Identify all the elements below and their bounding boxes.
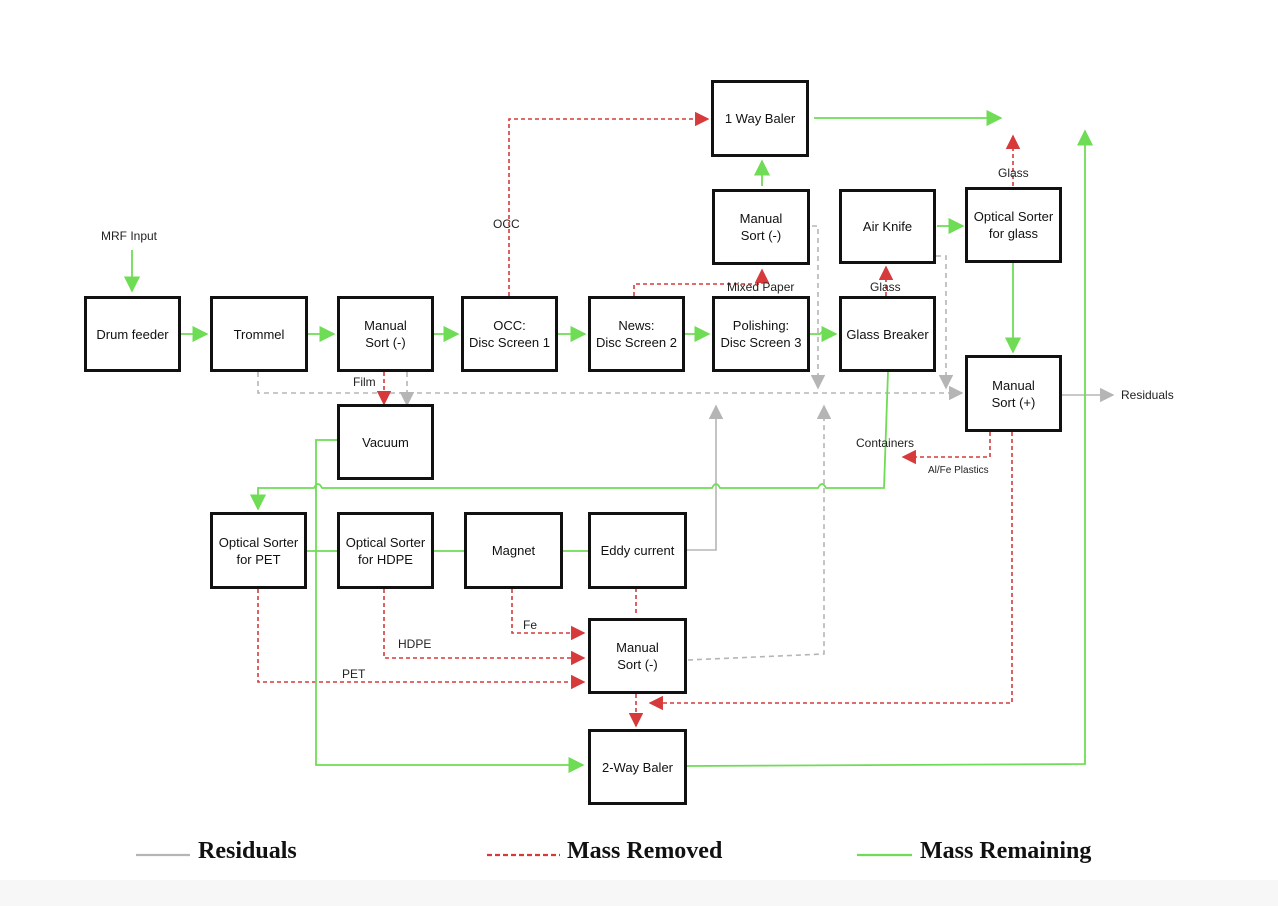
label-film: Film: [353, 375, 376, 389]
removed-line-occ: [508, 111, 710, 296]
legend-residuals: Residuals: [198, 838, 297, 864]
remaining-line-baler-2-out: [685, 129, 1094, 767]
node-optical-sorter-pet: Optical Sorter for PET: [210, 512, 307, 589]
node-manual-sort-1: Manual Sort (-): [337, 296, 434, 372]
label-glass-top: Glass: [998, 166, 1029, 180]
node-news-disc-screen-2: News: Disc Screen 2: [588, 296, 685, 372]
node-occ-disc-screen-1: OCC: Disc Screen 1: [461, 296, 558, 372]
label-hdpe: HDPE: [398, 637, 432, 651]
node-one-way-baler: 1 Way Baler: [711, 80, 809, 157]
node-manual-sort-3: Manual Sort (-): [588, 618, 687, 694]
residual-line-air-knife: [936, 255, 954, 390]
removed-line-hdpe: [383, 589, 586, 666]
mass-remaining-flows: [123, 109, 1094, 774]
node-drum-feeder: Drum feeder: [84, 296, 181, 372]
residual-line-manual-sort-3: [687, 404, 832, 661]
removed-line-al-fe-plastics: [901, 432, 991, 465]
node-optical-sorter-glass: Optical Sorter for glass: [965, 187, 1062, 263]
residual-line-manual-sort-2: [810, 225, 826, 390]
label-fe: Fe: [523, 618, 538, 632]
residual-line-eddy-current: [686, 404, 724, 551]
node-optical-sorter-hdpe: Optical Sorter for HDPE: [337, 512, 434, 589]
node-eddy-current: Eddy current: [588, 512, 687, 589]
residual-line-main: [257, 372, 964, 401]
label-occ: OCC: [493, 217, 520, 231]
node-vacuum: Vacuum: [337, 404, 434, 480]
mass-removed-flows: [257, 111, 1021, 728]
removed-line-pet: [257, 589, 586, 690]
node-magnet: Magnet: [464, 512, 563, 589]
legend-mass-removed: Mass Removed: [567, 838, 723, 864]
removed-line-fe: [511, 589, 586, 641]
residual-flows: [257, 225, 964, 661]
node-air-knife: Air Knife: [839, 189, 936, 264]
residual-solid-flows: [686, 387, 1115, 551]
node-manual-sort-plus: Manual Sort (+): [965, 355, 1062, 432]
removed-line-mixed-paper: [633, 268, 770, 296]
remaining-line-polishing-to-glass-breaker: [809, 325, 838, 343]
label-glass-mid: Glass: [870, 280, 901, 294]
legend-mass-remaining: Mass Remaining: [920, 838, 1092, 864]
node-two-way-baler: 2-Way Baler: [588, 729, 687, 805]
removed-line-manual-sort-plus-to-manual-sort-3: [648, 432, 1013, 711]
label-mrf-input: MRF Input: [101, 229, 158, 243]
label-al-fe-plastics: Al/Fe Plastics: [928, 465, 989, 476]
label-containers: Containers: [856, 436, 915, 450]
label-pet: PET: [342, 667, 366, 681]
label-residuals-out: Residuals: [1121, 388, 1174, 402]
node-glass-breaker: Glass Breaker: [839, 296, 936, 372]
label-mixed-paper: Mixed Paper: [727, 280, 795, 294]
node-polishing-disc-screen-3: Polishing: Disc Screen 3: [712, 296, 810, 372]
node-trommel: Trommel: [210, 296, 308, 372]
node-manual-sort-2: Manual Sort (-): [712, 189, 810, 265]
bottom-strip: [0, 880, 1278, 906]
remaining-line-containers: [249, 371, 889, 511]
remaining-line-vacuum: [315, 439, 585, 774]
